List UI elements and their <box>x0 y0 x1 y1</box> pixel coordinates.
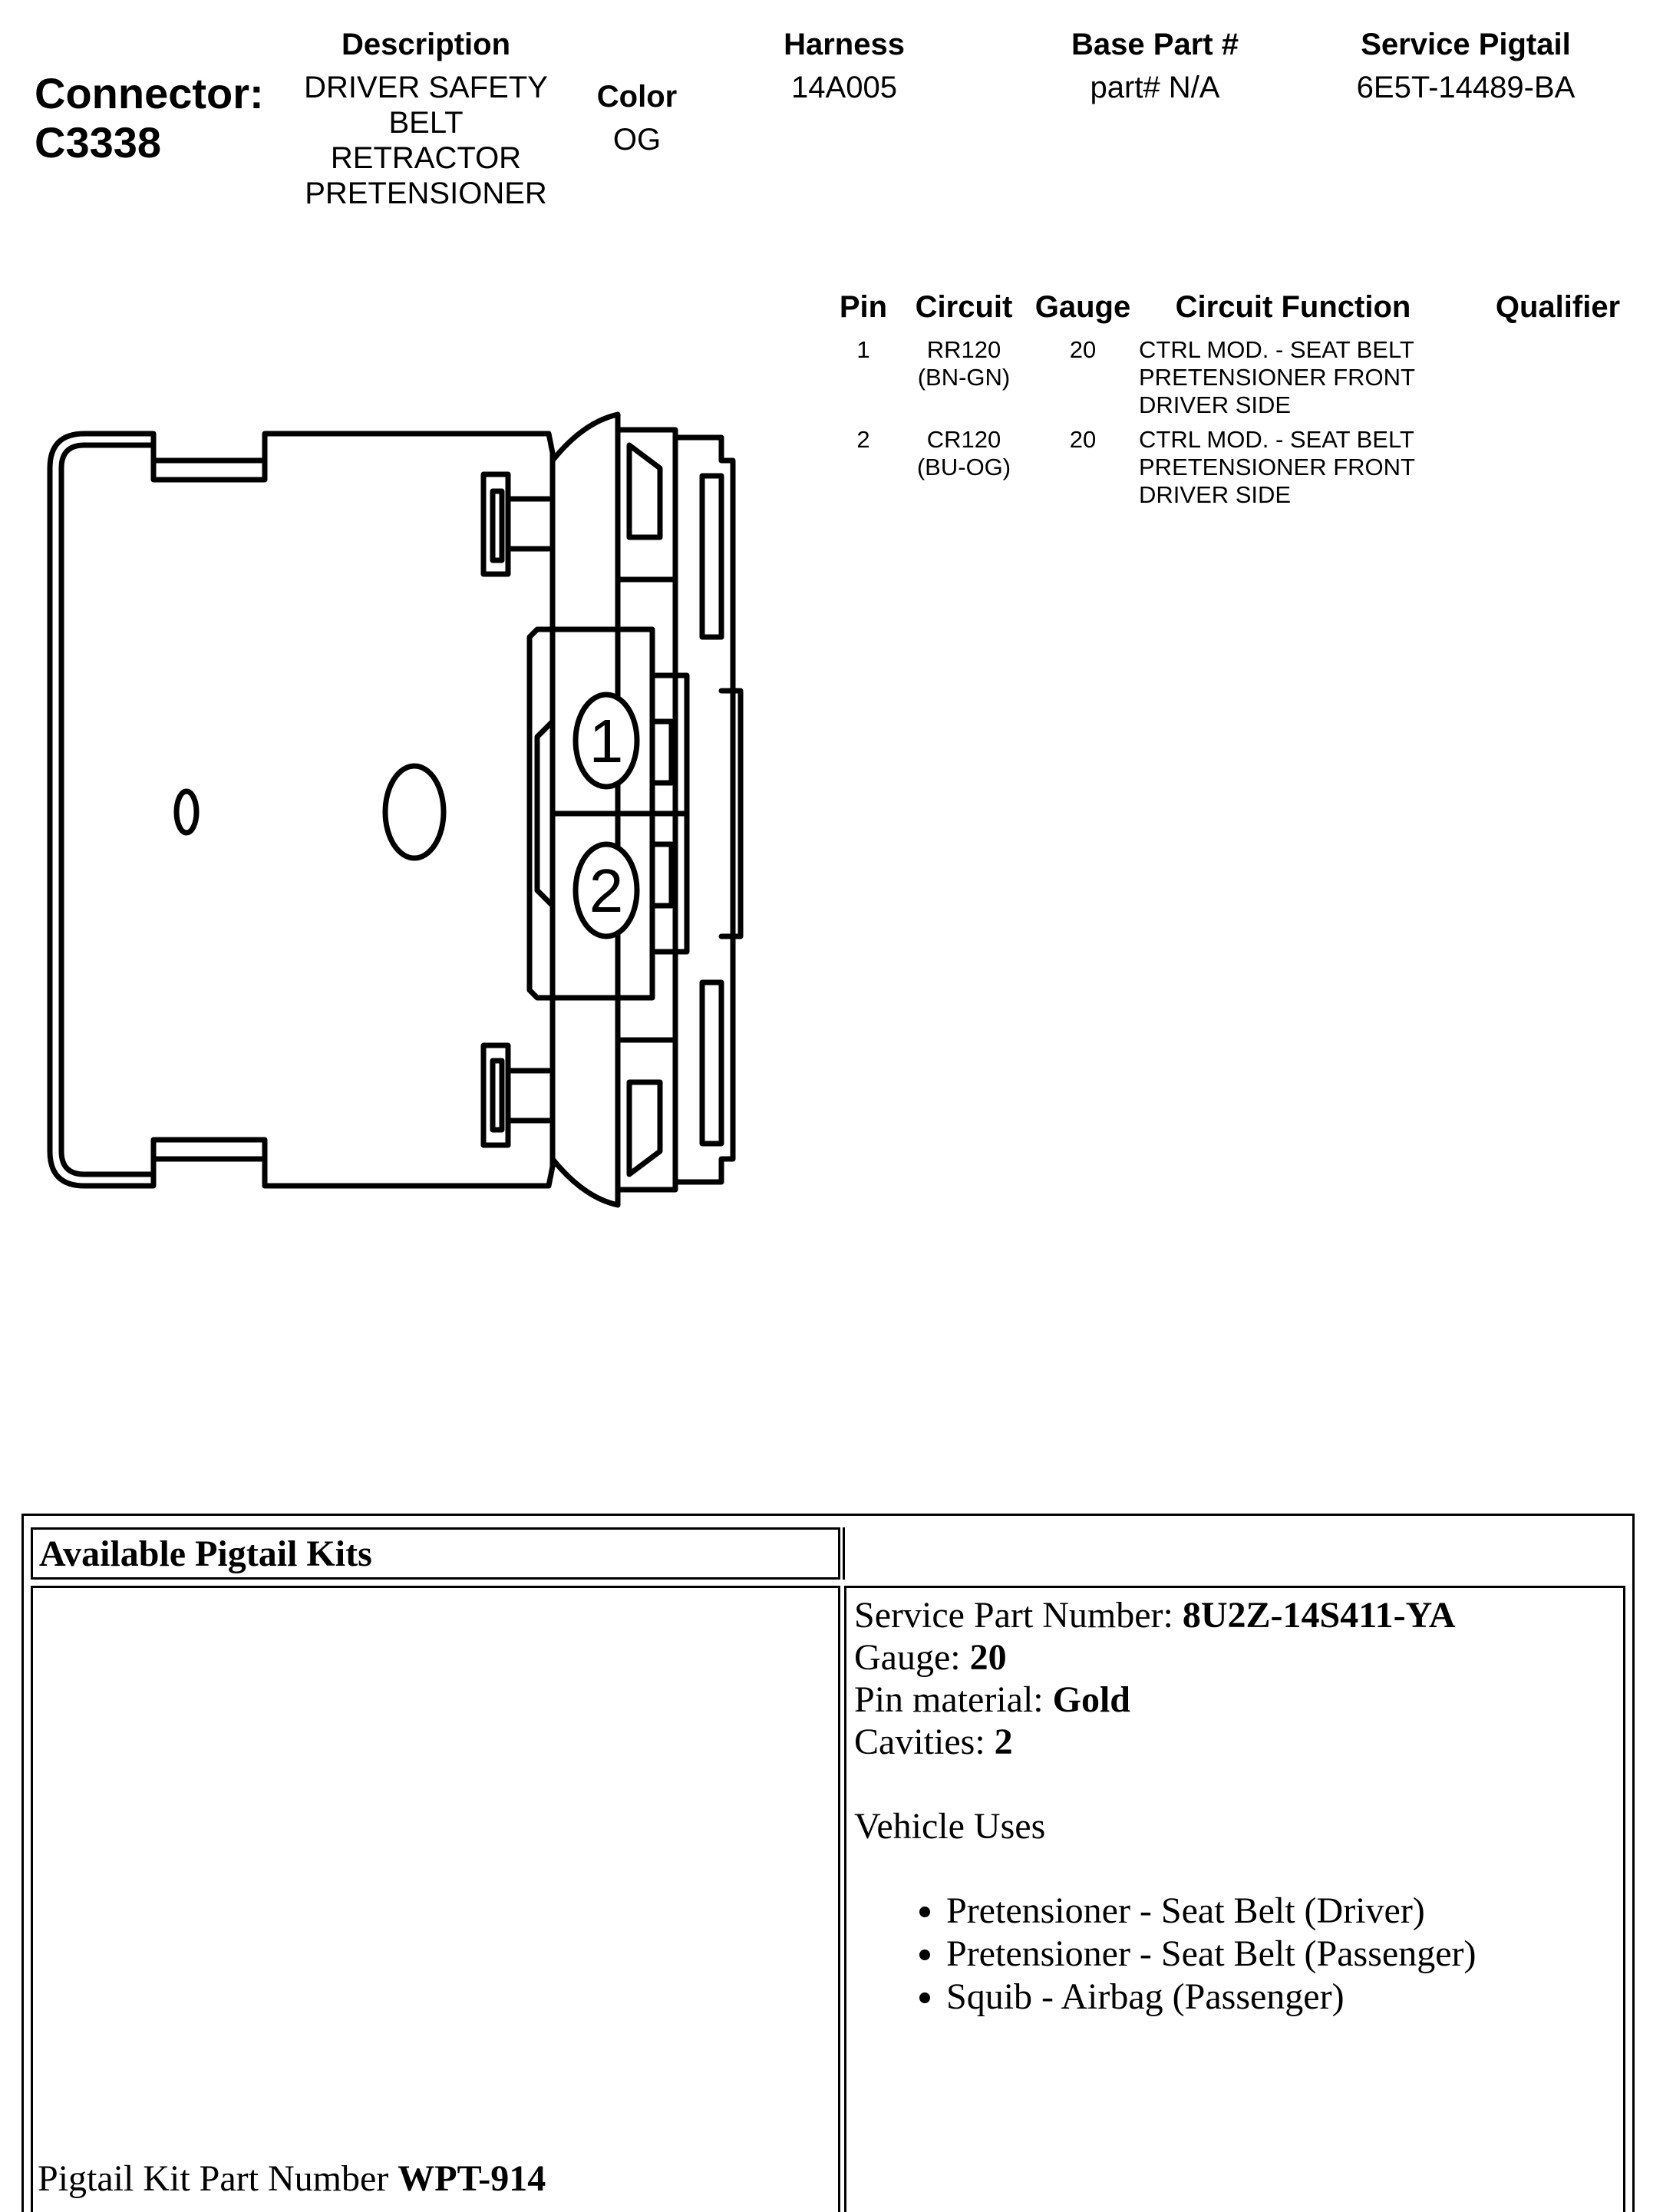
pigtail-kits-title-spacer <box>843 1527 1625 1580</box>
service-part-number: Service Part Number: 8U2Z-14S411-YA <box>854 1594 1615 1636</box>
base-part-value: part# N/A <box>1090 71 1220 104</box>
pin-material-label: Pin material: <box>854 1679 1053 1720</box>
connector-title: Connector: C3338 <box>35 69 264 167</box>
harness-column: Harness 14A005 <box>729 28 959 105</box>
cavities-label: Cavities: <box>854 1722 995 1762</box>
service-part-value: 8U2Z-14S411-YA <box>1182 1595 1456 1636</box>
service-part-label: Service Part Number: <box>854 1595 1183 1636</box>
function-line: CTRL MOD. - SEAT BELT <box>1139 426 1414 453</box>
pigtail-kits-title: Available Pigtail Kits <box>39 1534 372 1574</box>
harness-heading: Harness <box>784 28 905 61</box>
circuit-color: (BN-GN) <box>917 364 1011 391</box>
function-line: PRETENSIONER FRONT <box>1139 364 1415 391</box>
description-heading: Description <box>341 28 511 61</box>
circuit-id: CR120 <box>926 426 1001 453</box>
cavities-value: 2 <box>994 1722 1013 1762</box>
description-line: PRETENSIONER <box>305 177 547 210</box>
service-pigtail-column: Service Pigtail 6E5T-14489-BA <box>1328 28 1604 105</box>
circuit-id: RR120 <box>926 336 1001 363</box>
circuit-color: (BU-OG) <box>916 454 1011 480</box>
function-line: PRETENSIONER FRONT <box>1139 454 1415 480</box>
connector-id: C3338 <box>35 118 162 167</box>
pin-table-header: Pin Circuit Gauge Circuit Function Quali… <box>829 290 1642 336</box>
description-line: RETRACTOR <box>330 141 522 175</box>
pigtail-kit-image-box: Pigtail Kit Part Number WPT-914 <box>31 1586 840 2212</box>
function-line: DRIVER SIDE <box>1139 481 1292 508</box>
description-column: Description DRIVER SAFETY BELT RETRACTOR… <box>284 28 568 211</box>
pigtail-kits-title-box: Available Pigtail Kits <box>31 1527 840 1580</box>
pin-number: 2 <box>856 426 870 453</box>
service-pigtail-value: 6E5T-14489-BA <box>1356 71 1576 104</box>
table-row: 2 CR120 (BU-OG) 20 CTRL MOD. - SEAT BELT… <box>829 426 1642 510</box>
list-item: Pretensioner - Seat Belt (Driver) <box>946 1890 1615 1933</box>
service-pigtail-heading: Service Pigtail <box>1361 28 1571 61</box>
description-line: DRIVER SAFETY <box>304 71 548 104</box>
harness-value: 14A005 <box>791 71 897 104</box>
pigtail-kit-details-box: Service Part Number: 8U2Z-14S411-YA Gaug… <box>844 1586 1625 2212</box>
color-value: OG <box>612 123 662 157</box>
description-line: BELT <box>388 106 464 140</box>
pin-cavity-1 <box>572 692 640 790</box>
base-part-heading: Base Part # <box>1071 28 1239 61</box>
base-part-column: Base Part # part# N/A <box>1028 28 1282 105</box>
circuit-cell: CR120 (BU-OG) <box>902 426 1025 481</box>
gauge-cell: 20 <box>1069 336 1097 363</box>
connector-label: Connector: <box>35 69 264 117</box>
circuit-function-column-header: Circuit Function <box>1175 290 1411 324</box>
pigtail-kit-part-value: WPT-914 <box>398 2158 546 2199</box>
function-line: CTRL MOD. - SEAT BELT <box>1139 336 1414 363</box>
circuit-column-header: Circuit <box>915 290 1013 324</box>
color-heading: Color <box>596 80 678 114</box>
pin-label-2: 2 <box>589 857 624 925</box>
description-value: DRIVER SAFETY BELT RETRACTOR PRETENSIONE… <box>284 70 568 211</box>
pigtail-kit-part-number: Pigtail Kit Part Number WPT-914 <box>38 2158 546 2200</box>
kit-gauge-label: Gauge: <box>854 1637 970 1678</box>
list-item: Pretensioner - Seat Belt (Passenger) <box>946 1933 1615 1976</box>
vehicle-uses-heading: Vehicle Uses <box>854 1806 1046 1847</box>
pin-cavity-2 <box>572 841 640 939</box>
pigtail-kits-frame <box>21 1514 1635 2212</box>
circuit-function-cell: CTRL MOD. - SEAT BELT PRETENSIONER FRONT… <box>1139 426 1461 509</box>
kit-gauge: Gauge: 20 <box>854 1636 1615 1679</box>
qualifier-column-header: Qualifier <box>1495 290 1621 324</box>
circuit-cell: RR120 (BN-GN) <box>902 336 1025 391</box>
pin-number: 1 <box>856 336 870 363</box>
cavities: Cavities: 2 <box>854 1721 1615 1763</box>
pin-column-header: Pin <box>839 290 888 324</box>
connector-face-diagram: 1 2 <box>47 411 744 1208</box>
vehicle-uses-list: Pretensioner - Seat Belt (Driver) Preten… <box>854 1890 1615 2019</box>
pigtail-kit-part-label: Pigtail Kit Part Number <box>38 2158 398 2199</box>
color-column: Color OG <box>568 80 706 157</box>
pin-label-1: 1 <box>589 707 624 775</box>
function-line: DRIVER SIDE <box>1139 391 1292 418</box>
pin-material: Pin material: Gold <box>854 1679 1615 1721</box>
kit-gauge-value: 20 <box>969 1637 1007 1678</box>
list-item: Squib - Airbag (Passenger) <box>946 1976 1615 2019</box>
table-row: 1 RR120 (BN-GN) 20 CTRL MOD. - SEAT BELT… <box>829 336 1642 421</box>
gauge-column-header: Gauge <box>1034 290 1131 324</box>
gauge-cell: 20 <box>1069 426 1097 453</box>
circuit-function-cell: CTRL MOD. - SEAT BELT PRETENSIONER FRONT… <box>1139 336 1461 419</box>
pin-material-value: Gold <box>1052 1679 1130 1720</box>
